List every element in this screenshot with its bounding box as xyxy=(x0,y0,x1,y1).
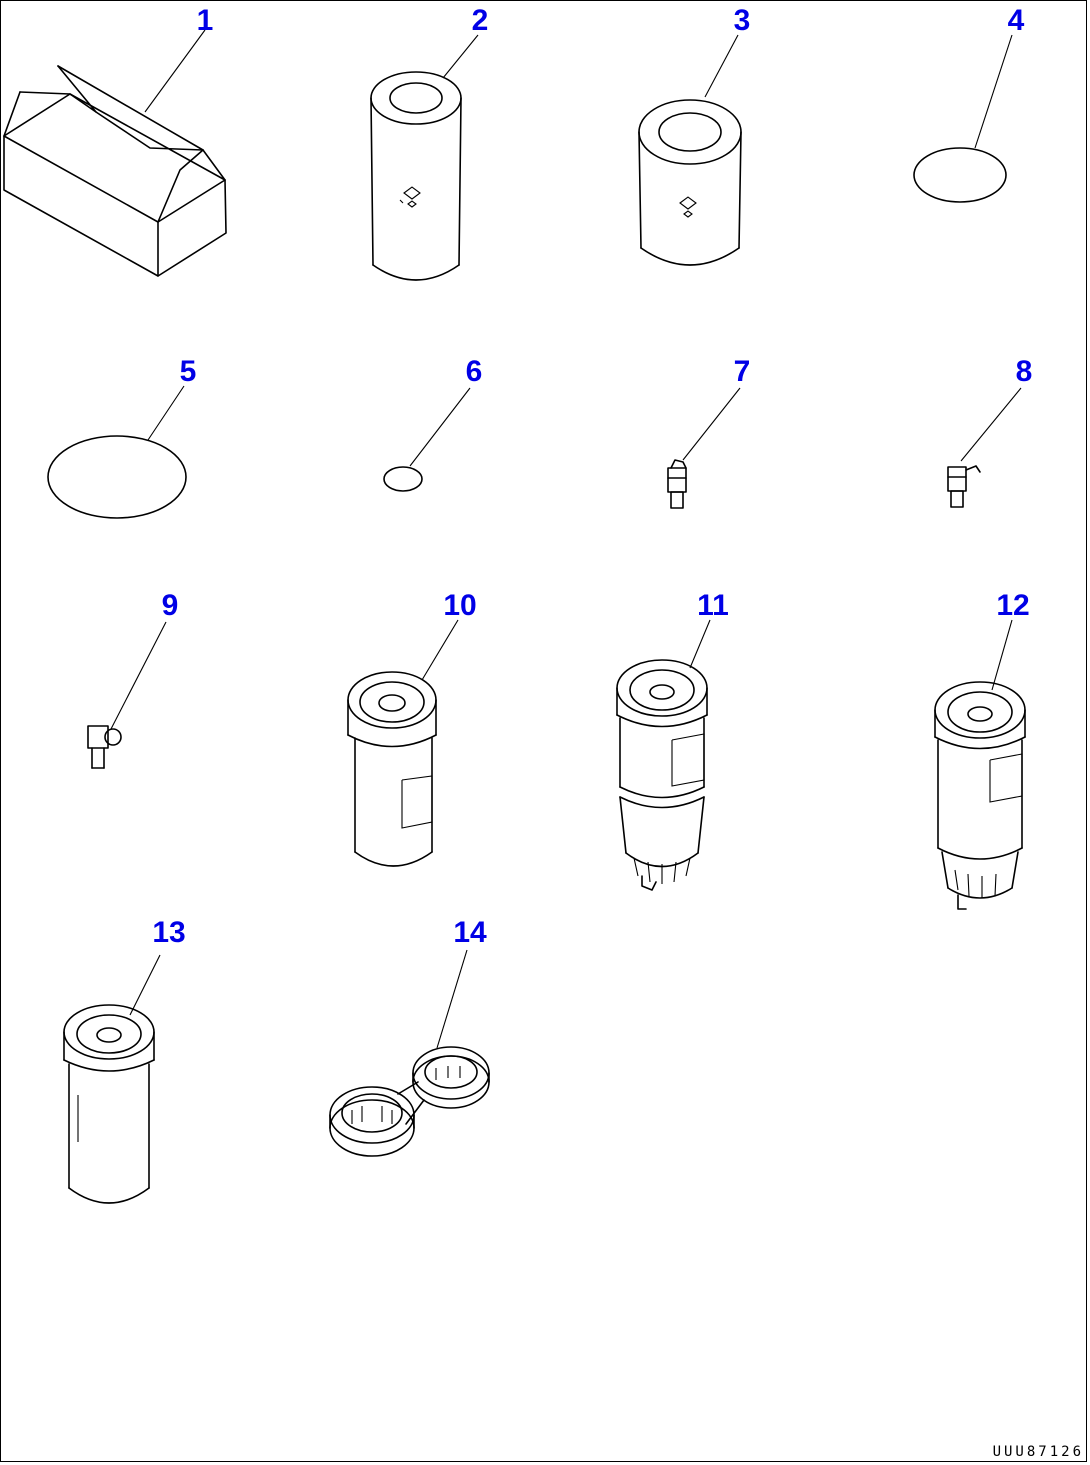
callout-4: 4 xyxy=(1008,4,1025,37)
callout-13: 13 xyxy=(152,916,185,949)
callout-6: 6 xyxy=(466,355,483,388)
part-13-spin-on-filter xyxy=(63,1004,155,1204)
callout-11: 11 xyxy=(697,589,729,622)
part-14-filter-wrench xyxy=(329,1046,490,1157)
callout-3: 3 xyxy=(734,4,751,37)
callout-1: 1 xyxy=(197,4,214,37)
callout-12: 12 xyxy=(996,589,1029,622)
part-8-sensor xyxy=(947,465,981,508)
callout-8: 8 xyxy=(1016,355,1033,388)
part-4-o-ring xyxy=(913,147,1007,203)
leader-3 xyxy=(704,34,739,98)
callout-2: 2 xyxy=(472,4,489,37)
leader-5 xyxy=(147,385,185,441)
leader-13 xyxy=(129,954,161,1016)
leader-2 xyxy=(442,34,479,79)
leader-14 xyxy=(436,949,468,1049)
leader-7 xyxy=(682,387,741,461)
part-6-o-ring xyxy=(383,466,423,492)
leader-12 xyxy=(991,619,1013,691)
part-5-o-ring xyxy=(47,435,187,519)
part-10-spin-on-filter xyxy=(347,671,437,867)
callout-7: 7 xyxy=(734,355,751,388)
leader-10 xyxy=(421,619,459,681)
leader-6 xyxy=(409,387,471,467)
part-1-carton-box xyxy=(3,65,227,277)
leader-8 xyxy=(960,387,1022,462)
drawing-code: UUU87126 xyxy=(993,1444,1084,1460)
callout-14: 14 xyxy=(453,916,487,949)
part-2-filter-cartridge xyxy=(370,71,462,281)
part-3-filter-cartridge xyxy=(638,99,742,266)
callout-5: 5 xyxy=(180,355,197,388)
leader-1 xyxy=(144,29,206,113)
leader-4 xyxy=(974,34,1013,149)
leader-9 xyxy=(110,621,167,730)
part-11-fuel-filter xyxy=(616,659,708,891)
part-7-sensor xyxy=(667,459,687,509)
callout-10: 10 xyxy=(443,589,476,622)
leader-11 xyxy=(689,619,711,669)
callout-9: 9 xyxy=(162,589,179,622)
part-9-sensor xyxy=(87,725,122,769)
part-12-fuel-filter xyxy=(934,681,1026,910)
